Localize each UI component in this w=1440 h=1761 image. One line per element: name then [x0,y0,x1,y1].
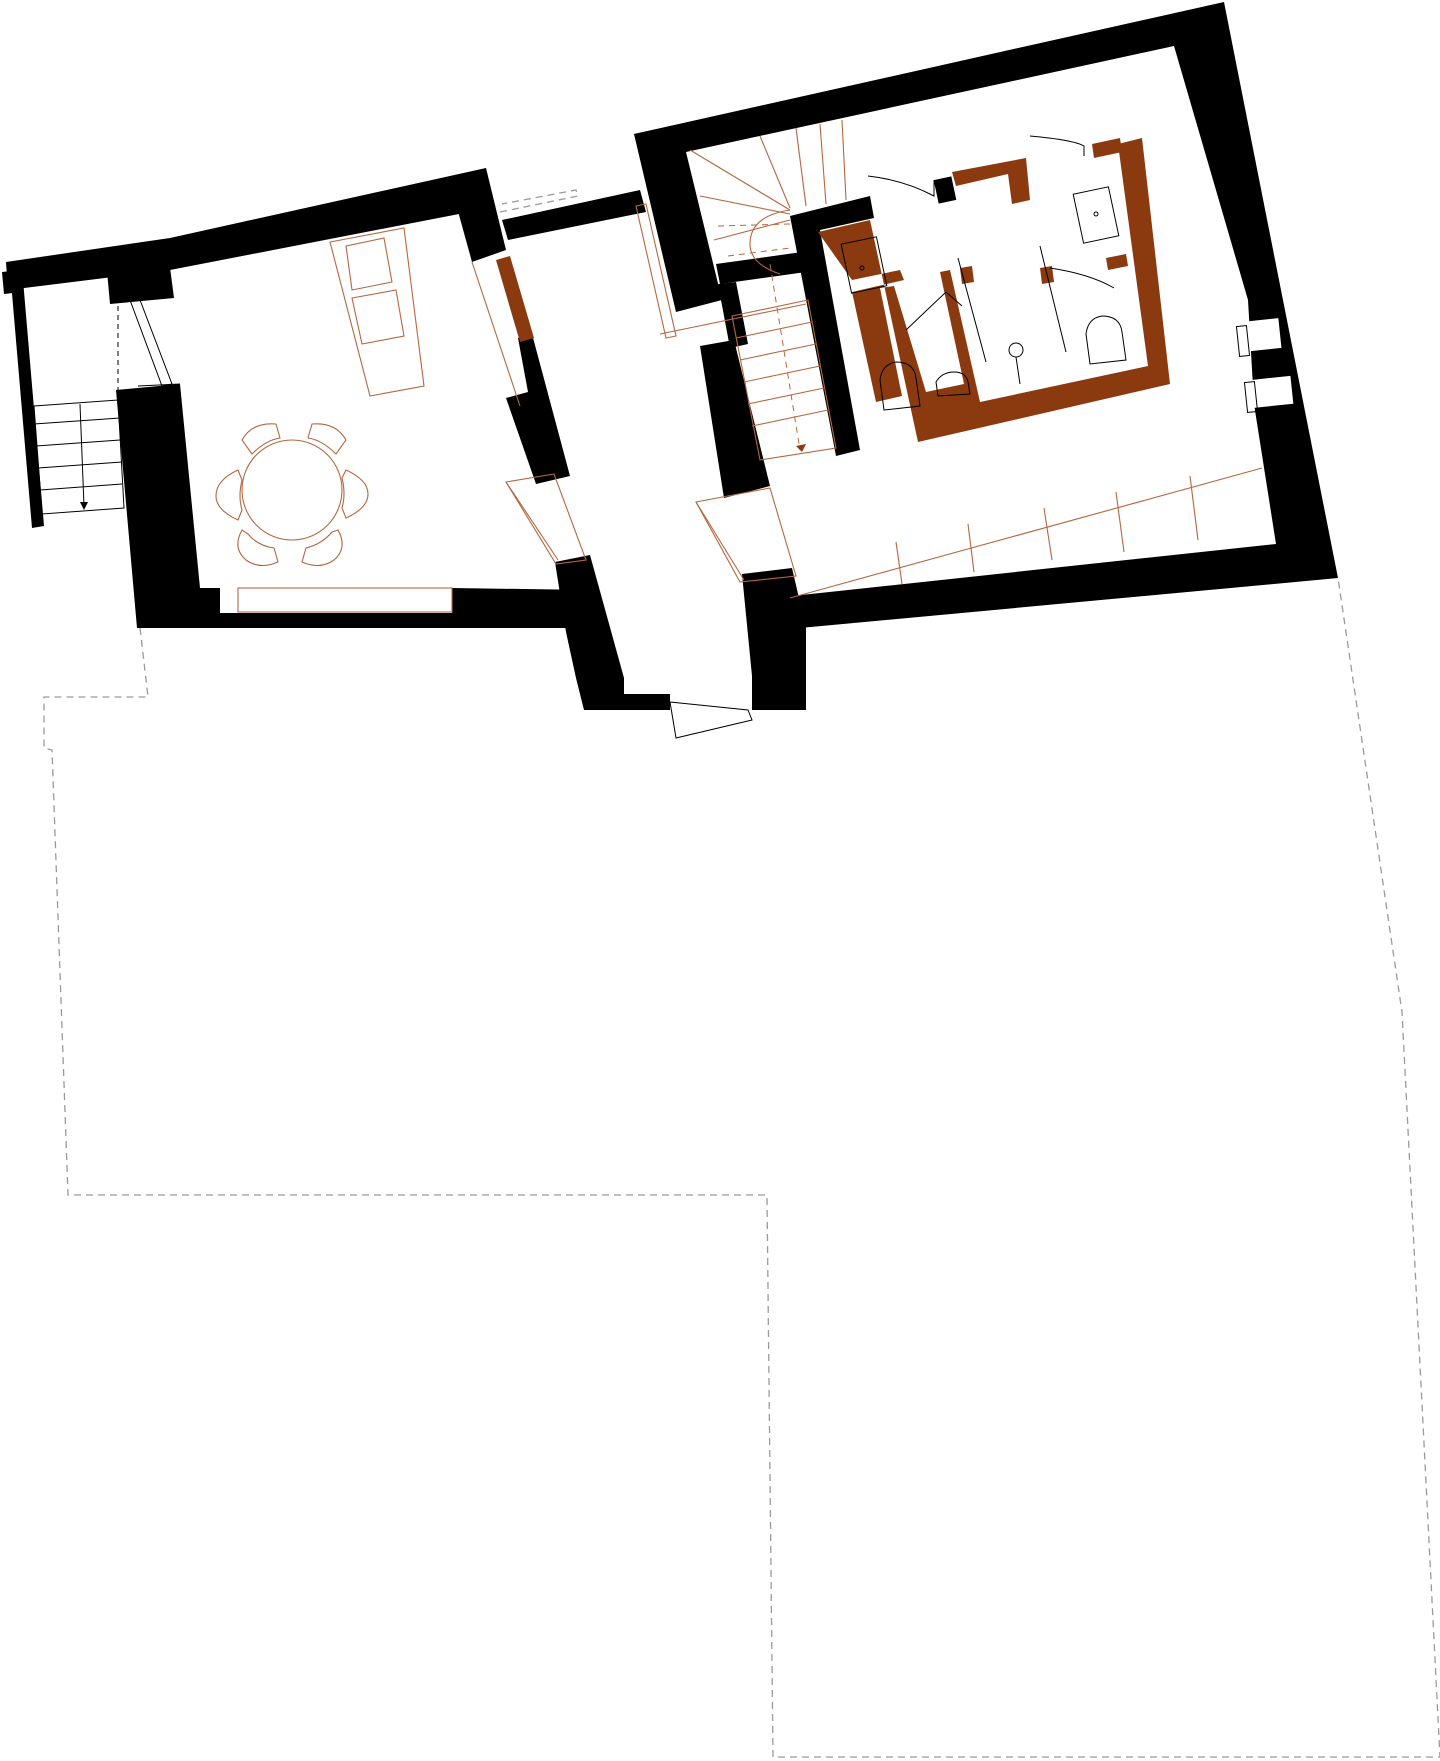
upper-stair [689,119,847,275]
dining-table [215,423,369,567]
right-wing-fixtures [635,119,1263,599]
left-wing-fixtures [129,227,753,739]
stair-arrow-icon [80,502,88,510]
stair-arrow-icon [796,444,806,452]
table-chair-icon [215,423,369,567]
toilet-icon [1085,315,1127,365]
lower-stair [635,203,837,461]
toilet-icon [879,361,921,411]
sink-icon [935,371,971,397]
toilet-icon [1008,342,1024,385]
left-stair [33,306,125,515]
wet-room-partitions [818,138,1170,442]
right-wing-walls [634,2,1338,710]
sink-icon [840,236,888,294]
sink-icon [1072,186,1120,244]
connector-wall [502,190,646,240]
accent-wall-left [496,256,534,342]
cabinets [789,467,1263,599]
left-wing-walls [2,168,670,710]
site-boundary [43,189,1440,1758]
